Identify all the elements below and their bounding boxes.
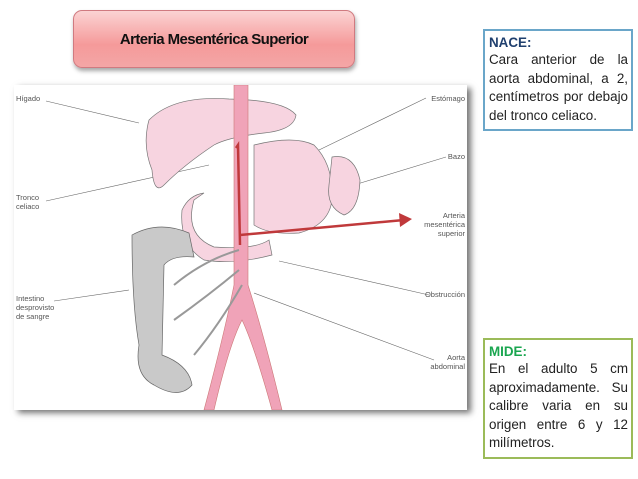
aorta — [203, 85, 283, 410]
slide-title: Arteria Mesentérica Superior — [119, 30, 309, 48]
label-line: Aorta — [447, 353, 465, 362]
leader-lines — [45, 97, 447, 361]
label-obstruccion: Obstrucción — [424, 290, 465, 299]
arrow — [234, 140, 405, 246]
nace-text: Cara anterior de la aorta abdominal, a 2… — [489, 52, 628, 123]
label-line: de sangre — [16, 312, 50, 321]
stomach — [253, 139, 333, 234]
label-line: Intestino — [16, 294, 45, 303]
arrow-head — [399, 213, 412, 227]
nace-heading: NACE: — [489, 35, 532, 50]
label-estomago: Estómago — [431, 94, 465, 103]
mide-box: MIDE: En el adulto 5 cm aproximadamente.… — [483, 338, 633, 459]
mide-text: En el adulto 5 cm aproximadamente. Su ca… — [489, 361, 628, 450]
title-box: Arteria Mesentérica Superior — [73, 10, 355, 68]
label-higado: Hígado — [16, 94, 41, 103]
label-line: celiaco — [16, 202, 40, 211]
label-line: Arteria — [442, 211, 465, 220]
mide-heading: MIDE: — [489, 344, 527, 359]
label-bazo: Bazo — [447, 152, 465, 161]
nace-box: NACE: Cara anterior de la aorta abdomina… — [483, 29, 633, 131]
label-line: superior — [437, 229, 465, 238]
anatomy-drawing — [45, 85, 447, 410]
label-line: abdominal — [430, 362, 465, 371]
label-line: desprovisto — [16, 303, 55, 312]
spleen — [328, 156, 361, 216]
label-line: mesentérica — [424, 220, 465, 229]
mesenteric-branches — [173, 249, 243, 356]
label-line: Tronco — [16, 193, 40, 202]
colon — [131, 226, 195, 393]
